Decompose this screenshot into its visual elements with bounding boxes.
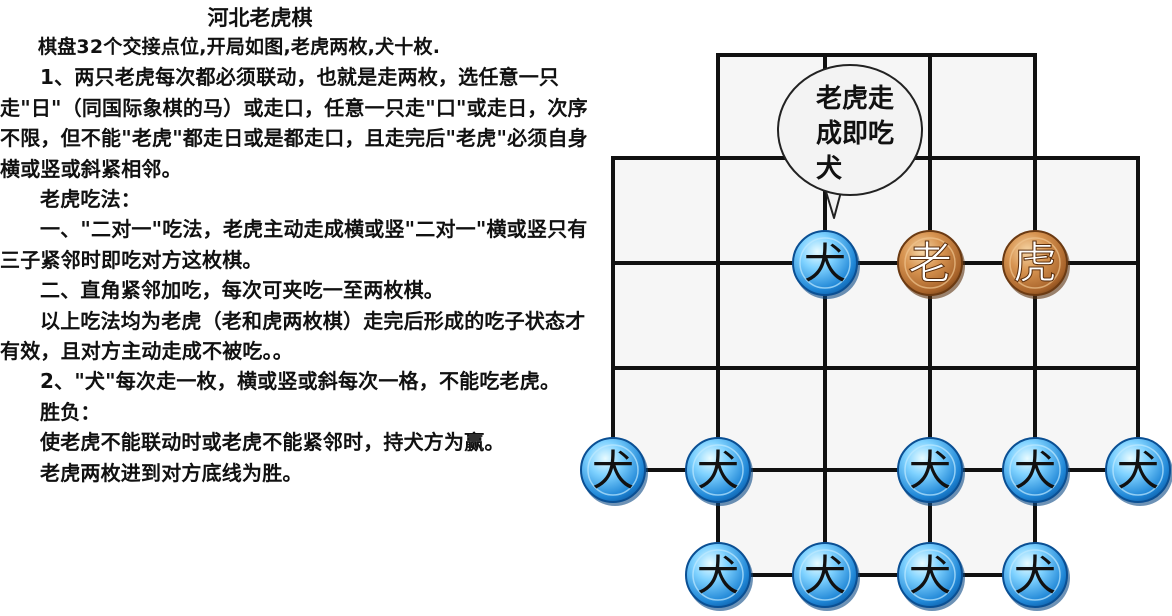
piece-inner-ring [904, 444, 956, 496]
piece-disc [1002, 542, 1068, 608]
piece-inner-ring [1112, 444, 1164, 496]
speech-bubble-joint [824, 184, 842, 191]
speech-bubble-shape [777, 64, 923, 196]
piece-disc [792, 230, 858, 296]
piece-disc [685, 437, 751, 503]
dog-piece[interactable]: 犬 [1002, 542, 1070, 611]
piece-inner-ring [692, 549, 744, 601]
piece-disc [1105, 437, 1171, 503]
tiger-piece-label: 虎 [1013, 238, 1057, 289]
dog-piece-label: 犬 [697, 551, 739, 600]
piece-inner-ring [587, 444, 639, 496]
rule-capture-two: 二、直角紧邻加吃，每次可夹吃一至两枚棋。 [40, 278, 444, 303]
rules-intro: 棋盘32个交接点位,开局如图,老虎两枚,犬十枚. [38, 36, 441, 58]
tiger-piece[interactable]: 老 [897, 230, 965, 299]
piece-inner-ring [904, 237, 956, 289]
dog-piece[interactable]: 犬 [1105, 437, 1172, 506]
rule-win-heading: 胜负： [40, 399, 101, 424]
dog-piece[interactable]: 犬 [897, 437, 965, 506]
dog-piece-label: 犬 [1117, 446, 1159, 495]
speech-bubble-line: 老虎走 [816, 84, 894, 114]
dog-piece[interactable]: 犬 [1002, 437, 1070, 506]
piece-disc [897, 230, 963, 296]
rule-capture-heading: 老虎吃法： [40, 187, 141, 212]
dog-piece-label: 犬 [909, 446, 951, 495]
piece-inner-ring [799, 549, 851, 601]
tiger-piece[interactable]: 虎 [1002, 230, 1070, 299]
board-main-area [613, 158, 1138, 470]
speech-bubble-line: 犬 [816, 154, 843, 184]
dog-piece[interactable]: 犬 [580, 437, 648, 506]
dog-piece[interactable]: 犬 [685, 437, 753, 506]
dog-piece-label: 犬 [804, 551, 846, 600]
piece-inner-ring [1009, 549, 1061, 601]
dog-piece[interactable]: 犬 [792, 230, 860, 299]
pieces-layer: 犬犬犬犬犬犬犬犬犬犬老虎 [580, 230, 1172, 611]
piece-inner-ring [1009, 237, 1061, 289]
dog-piece[interactable]: 犬 [685, 542, 753, 611]
rules-panel: 河北老虎棋 棋盘32个交接点位,开局如图,老虎两枚,犬十枚. 1、两只老虎每次都… [0, 6, 594, 488]
piece-disc [580, 437, 646, 503]
rule-win-dogs: 使老虎不能联动时或老虎不能紧邻时，持犬方为赢。 [40, 430, 505, 455]
piece-disc [685, 542, 751, 608]
piece-disc [897, 542, 963, 608]
rule-capture-note: 以上吃法均为老虎（老和虎两枚棋）走完后形成的吃子状态才有效，且对方主动走成不被吃… [0, 308, 586, 364]
piece-inner-ring [904, 549, 956, 601]
rules-body: 棋盘32个交接点位,开局如图,老虎两枚,犬十枚. 1、两只老虎每次都必须联动，也… [0, 32, 594, 488]
piece-disc [792, 542, 858, 608]
piece-disc [1002, 230, 1068, 296]
board-background [613, 55, 1138, 575]
piece-inner-ring [799, 237, 851, 289]
dog-piece-label: 犬 [804, 239, 846, 288]
piece-disc [1002, 437, 1068, 503]
piece-inner-ring [1009, 444, 1061, 496]
dog-piece-label: 犬 [1014, 446, 1056, 495]
board-bottom-area [718, 470, 1035, 575]
speech-bubble-line: 成即吃 [816, 119, 894, 149]
dog-piece-label: 犬 [592, 446, 634, 495]
dog-piece[interactable]: 犬 [897, 542, 965, 611]
rule-dog-move: 2、"犬"每次走一枚，横或竖或斜每次一格，不能吃老虎。 [40, 369, 561, 394]
piece-inner-ring [692, 444, 744, 496]
rule-tiger-move: 1、两只老虎每次都必须联动，也就是走两枚，选任意一只走"日"（同国际象棋的马）或… [0, 65, 588, 181]
rules-title: 河北老虎棋 [207, 6, 313, 30]
dog-piece-label: 犬 [909, 551, 951, 600]
dog-piece-label: 犬 [697, 446, 739, 495]
tiger-piece-label: 老 [908, 238, 952, 289]
rule-win-tigers: 老虎两枚进到对方底线为胜。 [40, 460, 303, 485]
dog-piece[interactable]: 犬 [792, 542, 860, 611]
rule-capture-one: 一、"二对一"吃法，老虎主动走成横或竖"二对一"横或竖只有三子紧邻时即吃对方这枚… [0, 217, 588, 272]
dog-piece-label: 犬 [1014, 551, 1056, 600]
piece-disc [897, 437, 963, 503]
